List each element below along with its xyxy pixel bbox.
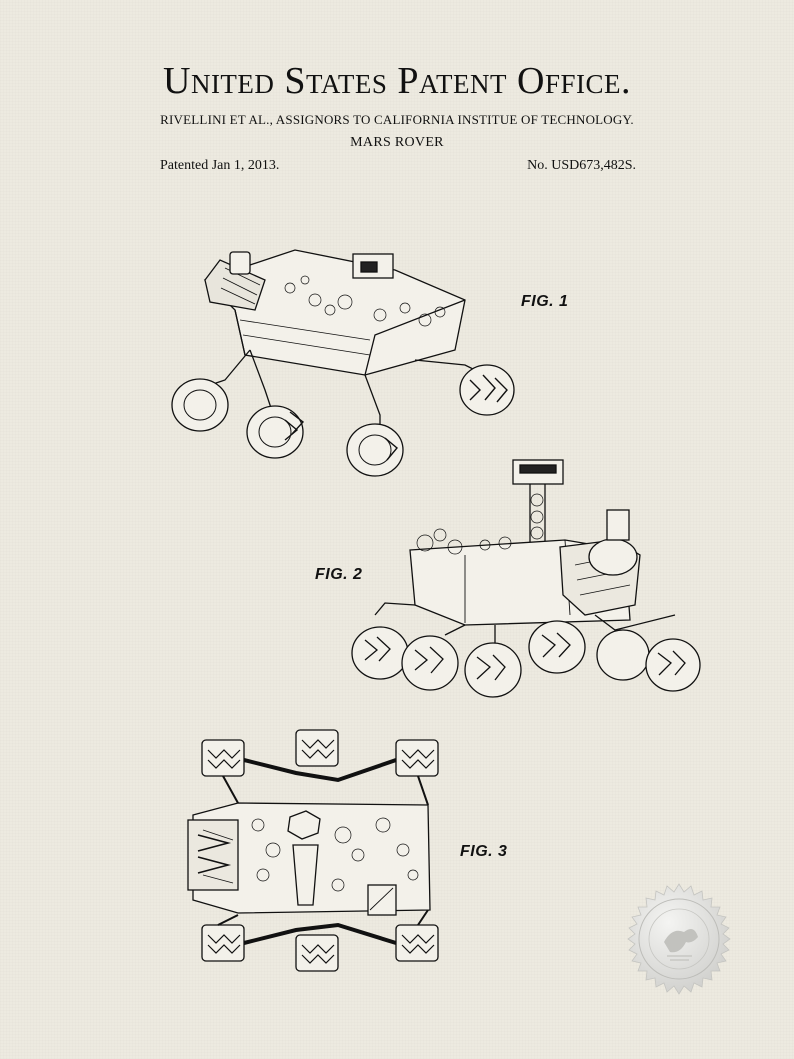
patent-date: Patented Jan 1, 2013. xyxy=(160,158,280,173)
page-title: United States Patent Office. xyxy=(163,60,631,102)
figure-3-drawing xyxy=(187,729,439,972)
figure-1-drawing xyxy=(171,249,515,477)
patent-subject: MARS ROVER xyxy=(350,135,444,150)
patent-office-seal-icon xyxy=(627,883,731,995)
patent-number: No. USD673,482S. xyxy=(527,158,636,173)
figure-2-label: FIG. 2 xyxy=(315,566,363,583)
figure-2-drawing xyxy=(351,459,701,698)
figure-3-label: FIG. 3 xyxy=(460,843,508,860)
figure-1-label: FIG. 1 xyxy=(521,293,569,310)
assignors-line: RIVELLINI ET AL., ASSIGNORS TO CALIFORNI… xyxy=(160,112,634,127)
